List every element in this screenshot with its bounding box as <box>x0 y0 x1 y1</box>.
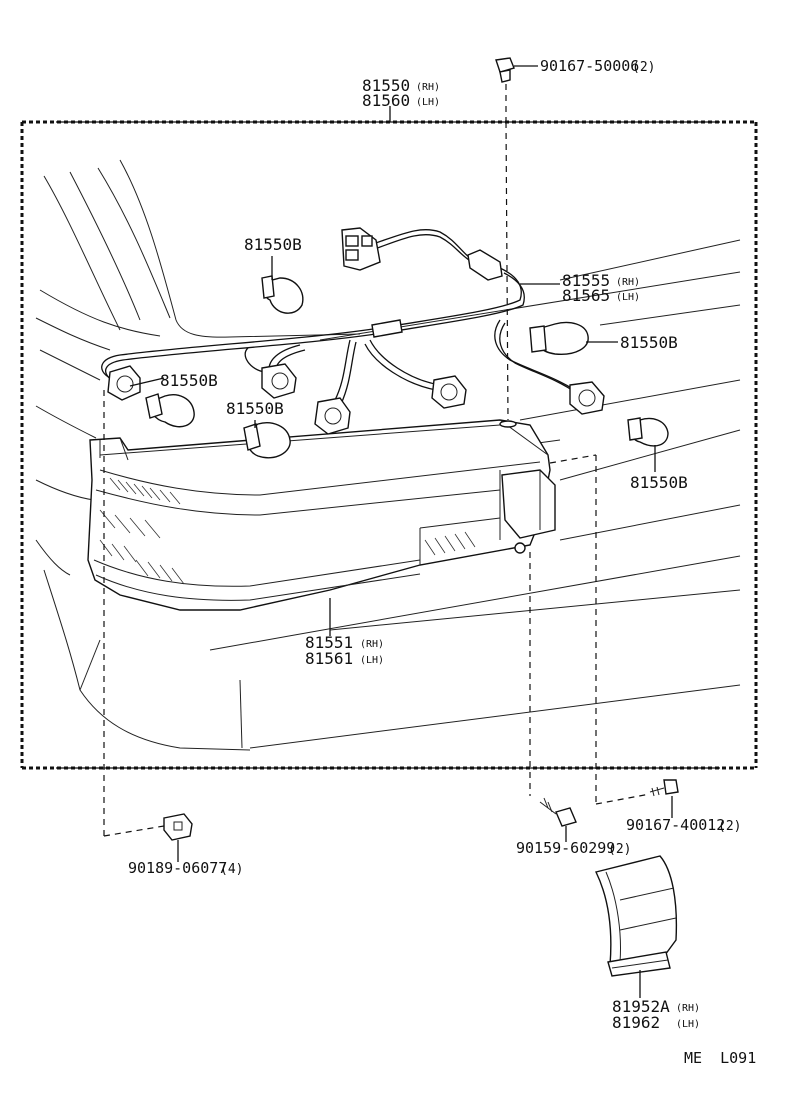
vehicle-body-outline <box>35 159 741 751</box>
figure-code: ME L091 <box>684 1049 756 1067</box>
bulb-4-label: 81550B <box>620 333 678 352</box>
bulb-2 <box>145 393 195 428</box>
label-screw-lower: 90159-60299 (2) <box>516 839 631 857</box>
socket-2 <box>261 363 297 399</box>
label-lens: 81551 (RH) 81561 (LH) <box>305 633 384 668</box>
leader-lines <box>103 65 673 998</box>
assembly-boundary <box>20 120 758 770</box>
socket-wire-lh-side: (LH) <box>616 292 640 303</box>
label-side-lamp: 81952A (RH) 81962 (LH) <box>612 997 700 1032</box>
lens-rh-side: (RH) <box>360 639 384 650</box>
screw-right-qty: (2) <box>718 819 741 834</box>
socket-4 <box>431 375 467 409</box>
assembly-lh-number: 81560 <box>362 91 410 110</box>
screw-right-number: 90167-40012 <box>626 816 725 834</box>
bulb-3 <box>243 422 291 459</box>
bulb-3-label: 81550B <box>226 399 284 418</box>
lens-hatch-right <box>424 531 476 556</box>
tail-lamp-lens <box>87 419 556 611</box>
label-socket-wire: 81555 (RH) 81565 (LH) <box>562 271 640 305</box>
label-nut: 90189-06077 (4) <box>128 859 243 877</box>
bulb-5 <box>627 417 669 447</box>
side-lamp-rh-number: 81952A <box>612 997 670 1016</box>
lens-lh-side: (LH) <box>360 655 384 666</box>
lens-hatch-left <box>99 477 185 585</box>
screw-top-number: 90167-50006 <box>540 57 639 75</box>
screw-right-icon <box>649 779 679 797</box>
nut-icon <box>163 813 193 841</box>
assembly-rh-side: (RH) <box>416 82 440 93</box>
assembly-lh-side: (LH) <box>416 97 440 108</box>
socket-wire-rh-side: (RH) <box>616 277 640 288</box>
socket-5 <box>569 381 605 415</box>
lens-lh-number: 81561 <box>305 649 353 668</box>
screw-top-qty: (2) <box>632 60 655 75</box>
screw-lower-qty: (2) <box>608 842 631 857</box>
label-assembly: 81550 (RH) 81560 (LH) <box>362 76 440 110</box>
socket-wire-harness <box>101 227 605 435</box>
socket-1 <box>107 365 141 401</box>
label-screw-right: 90167-40012 (2) <box>626 816 741 834</box>
side-marker-lamp <box>594 855 678 977</box>
bulb-5-label: 81550B <box>630 473 688 492</box>
socket-3 <box>314 397 351 435</box>
nut-qty: (4) <box>220 862 243 877</box>
label-screw-top: 90167-50006 (2) <box>540 57 655 75</box>
socket-wire-rh-number: 81555 <box>562 271 610 290</box>
assembly-rh-number: 81550 <box>362 76 410 95</box>
bulb-1-label: 81550B <box>244 235 302 254</box>
screw-lower-number: 90159-60299 <box>516 839 615 857</box>
nut-number: 90189-06077 <box>128 859 227 877</box>
screw-top-icon <box>495 57 515 83</box>
bulb-4 <box>529 321 589 355</box>
side-lamp-rh-side: (RH) <box>676 1003 700 1014</box>
bulb-1 <box>261 275 304 314</box>
lens-rh-number: 81551 <box>305 633 353 652</box>
bulb-2-label: 81550B <box>160 371 218 390</box>
side-lamp-lh-side: (LH) <box>676 1019 700 1030</box>
socket-wire-lh-number: 81565 <box>562 286 610 305</box>
screw-lower-icon <box>539 797 577 827</box>
side-lamp-lh-number: 81962 <box>612 1013 660 1032</box>
